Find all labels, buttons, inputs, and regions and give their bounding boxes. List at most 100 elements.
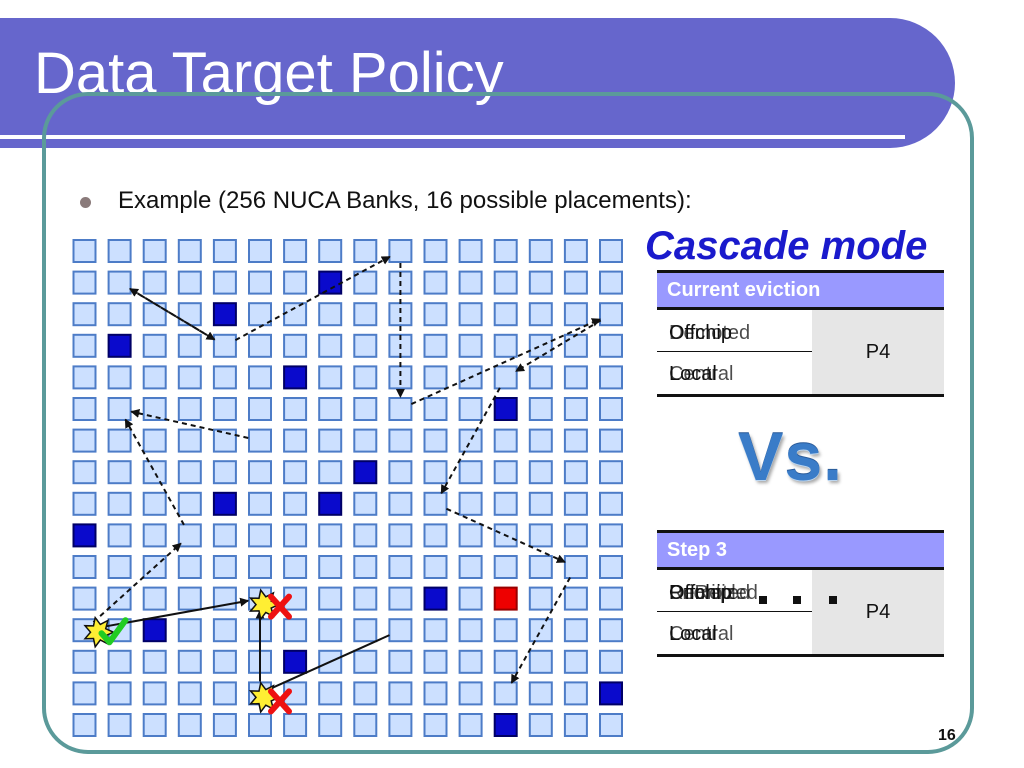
nuca-bank-cell xyxy=(353,270,378,295)
nuca-bank-cell xyxy=(493,270,518,295)
nuca-bank-cell xyxy=(528,618,553,643)
nuca-bank-cell xyxy=(423,302,448,327)
nuca-bank-highlighted xyxy=(318,270,343,295)
nuca-bank-cell xyxy=(283,555,308,579)
nuca-bank-cell xyxy=(528,428,553,453)
nuca-bank-cell xyxy=(563,460,588,485)
nuca-bank-cell xyxy=(563,333,588,358)
nuca-bank-cell xyxy=(528,681,553,706)
nuca-bank-cell xyxy=(212,333,237,358)
nuca-bank-cell xyxy=(563,239,588,263)
nuca-bank-cell xyxy=(353,365,378,390)
nuca-bank-cell xyxy=(318,713,343,737)
nuca-bank-cell xyxy=(563,555,588,579)
nuca-bank-cell xyxy=(528,586,553,611)
nuca-bank-cell xyxy=(212,555,237,579)
nuca-bank-cell xyxy=(353,302,378,327)
nuca-bank-cell xyxy=(107,397,132,421)
nuca-bank-cell xyxy=(423,270,448,295)
nuca-bank-cell xyxy=(177,491,202,516)
nuca-bank-cell xyxy=(212,523,237,548)
nuca-bank-highlighted xyxy=(493,713,518,737)
table-divider xyxy=(657,351,812,352)
fail-cross-icon xyxy=(268,688,292,715)
nuca-bank-cell xyxy=(458,618,483,643)
nuca-bank-cell xyxy=(599,523,623,548)
nuca-bank-cell xyxy=(283,302,308,327)
nuca-bank-cell xyxy=(599,302,623,327)
nuca-bank-cell xyxy=(493,428,518,453)
bullet-icon xyxy=(80,197,91,208)
bullet-text: Example (256 NUCA Banks, 16 possible pla… xyxy=(118,187,692,214)
cascade-arrow xyxy=(124,418,185,526)
nuca-bank-cell xyxy=(528,365,553,390)
nuca-bank-cell xyxy=(142,713,167,737)
nuca-bank-cell xyxy=(599,460,623,485)
nuca-bank-cell xyxy=(388,365,413,390)
nuca-bank-cell xyxy=(318,681,343,706)
nuca-bank-cell xyxy=(599,239,623,263)
nuca-bank-cell xyxy=(388,713,413,737)
nuca-bank-cell xyxy=(423,397,448,421)
nuca-bank-cell xyxy=(177,681,202,706)
cascade-arrow xyxy=(234,255,391,341)
nuca-bank-highlighted xyxy=(493,397,518,421)
nuca-bank-cell xyxy=(493,618,518,643)
nuca-bank-cell xyxy=(563,681,588,706)
table-body: Offchip Demoted Prioritized R. Repl. Loc… xyxy=(657,570,944,657)
nuca-bank-cell xyxy=(318,302,343,327)
row-label-rrepl: R. Repl. xyxy=(669,582,742,604)
nuca-bank-cell xyxy=(458,586,483,611)
nuca-bank-cell xyxy=(318,555,343,579)
nuca-bank-cell xyxy=(563,270,588,295)
nuca-bank-cell xyxy=(283,460,308,485)
nuca-bank-cell xyxy=(353,586,378,611)
nuca-bank-cell xyxy=(563,713,588,737)
nuca-bank-cell xyxy=(423,713,448,737)
nuca-bank-cell xyxy=(528,270,553,295)
nuca-bank-cell xyxy=(248,491,272,516)
nuca-bank-cell xyxy=(458,397,483,421)
nuca-bank-cell xyxy=(353,397,378,421)
nuca-bank-cell xyxy=(72,428,97,453)
nuca-bank-cell xyxy=(493,302,518,327)
step3-table: Step 3 Offchip Demoted Prioritized R. Re… xyxy=(657,530,944,657)
nuca-bank-cell xyxy=(528,713,553,737)
nuca-bank-cell xyxy=(423,365,448,390)
nuca-bank-highlighted xyxy=(107,333,132,358)
nuca-bank-cell xyxy=(72,302,97,327)
nuca-bank-cell xyxy=(353,713,378,737)
nuca-bank-cell xyxy=(528,239,553,263)
nuca-bank-cell xyxy=(212,460,237,485)
nuca-bank-cell xyxy=(212,713,237,737)
nuca-bank-cell xyxy=(458,491,483,516)
nuca-bank-cell xyxy=(72,713,97,737)
nuca-bank-cell xyxy=(528,649,553,674)
nuca-bank-cell xyxy=(248,239,272,263)
nuca-bank-cell xyxy=(599,428,623,453)
nuca-bank-highlighted xyxy=(212,491,237,516)
cascade-arrow xyxy=(129,287,216,341)
nuca-bank-cell xyxy=(458,460,483,485)
nuca-bank-highlighted xyxy=(283,649,308,674)
nuca-bank-highlighted xyxy=(283,365,308,390)
nuca-bank-cell xyxy=(563,523,588,548)
cascade-arrow xyxy=(440,387,501,495)
nuca-bank-cell xyxy=(72,586,97,611)
nuca-bank-cell xyxy=(142,428,167,453)
nuca-bank-cell xyxy=(563,397,588,421)
nuca-bank-cell xyxy=(528,302,553,327)
success-check-icon xyxy=(98,617,129,646)
nuca-bank-highlighted xyxy=(423,586,448,611)
vs-label: Vs. xyxy=(738,419,844,495)
nuca-bank-cell xyxy=(493,239,518,263)
table-header: Step 3 xyxy=(657,530,944,570)
row-label-prioritized: Prioritized xyxy=(669,582,758,604)
table-header: Current eviction xyxy=(657,270,944,310)
nuca-bank-cell xyxy=(423,649,448,674)
title-bar xyxy=(0,18,955,148)
nuca-bank-cell xyxy=(107,523,132,548)
row-label-demoted: Demoted xyxy=(669,582,751,604)
nuca-bank-cell xyxy=(107,239,132,263)
cascade-arrow xyxy=(510,577,571,684)
